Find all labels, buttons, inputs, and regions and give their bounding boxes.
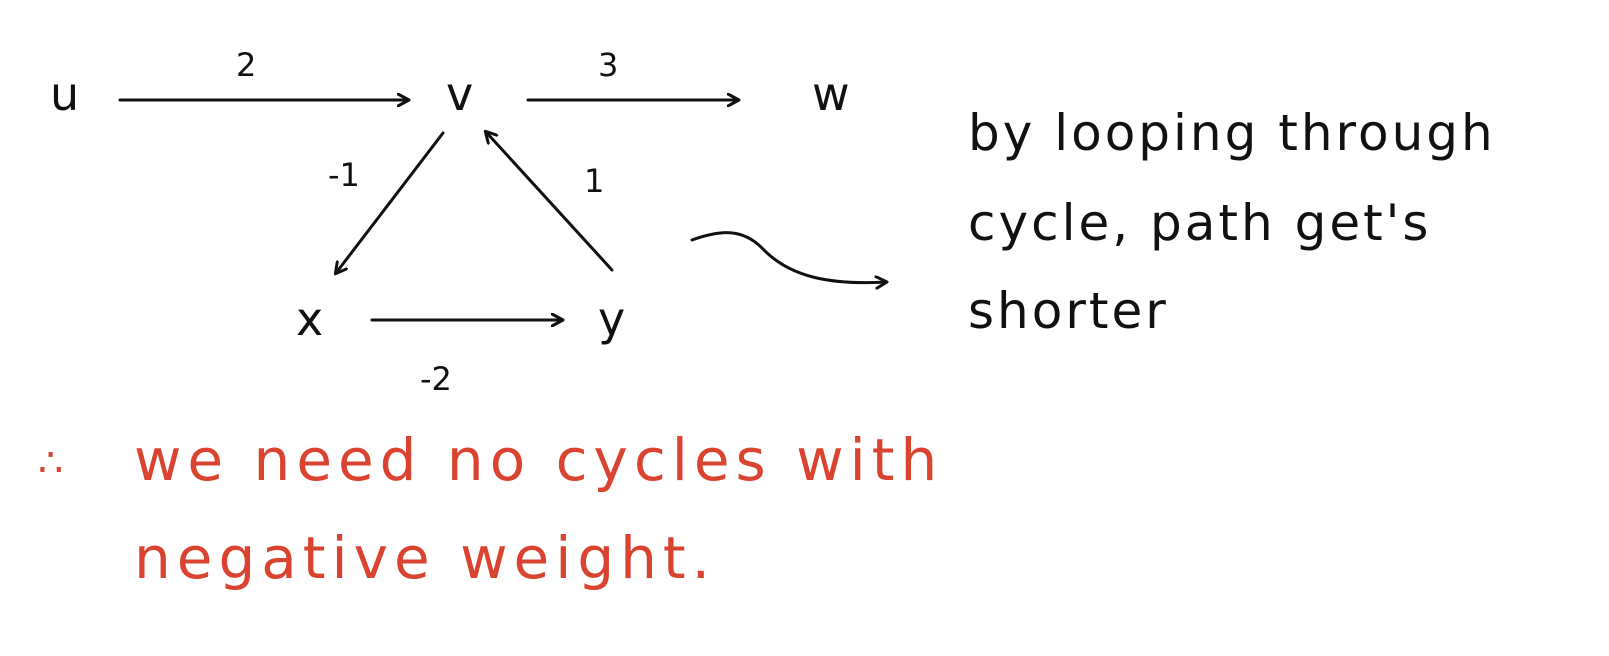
- edge-y-v: [486, 132, 614, 272]
- weight-x-y: -2: [420, 360, 452, 398]
- node-w: w: [812, 67, 850, 121]
- therefore-symbol: ∴: [38, 440, 63, 486]
- weight-v-w: 3: [598, 46, 618, 84]
- pointer-arrow: [690, 231, 886, 283]
- node-v: v: [446, 67, 473, 121]
- weight-v-x: -1: [328, 156, 360, 194]
- weight-y-v: 1: [584, 162, 604, 200]
- node-y: y: [598, 292, 625, 346]
- weight-u-v: 2: [236, 46, 256, 84]
- node-x: x: [296, 292, 323, 346]
- edge-v-x: [336, 131, 445, 273]
- note-line-2: cycle, path get's: [968, 194, 1431, 252]
- conclusion-line-2: negative weight.: [134, 524, 716, 592]
- note-line-3: shorter: [968, 282, 1169, 340]
- conclusion-line-1: we need no cycles with: [134, 426, 943, 494]
- node-u: u: [50, 67, 79, 121]
- note-line-1: by looping through: [968, 104, 1496, 162]
